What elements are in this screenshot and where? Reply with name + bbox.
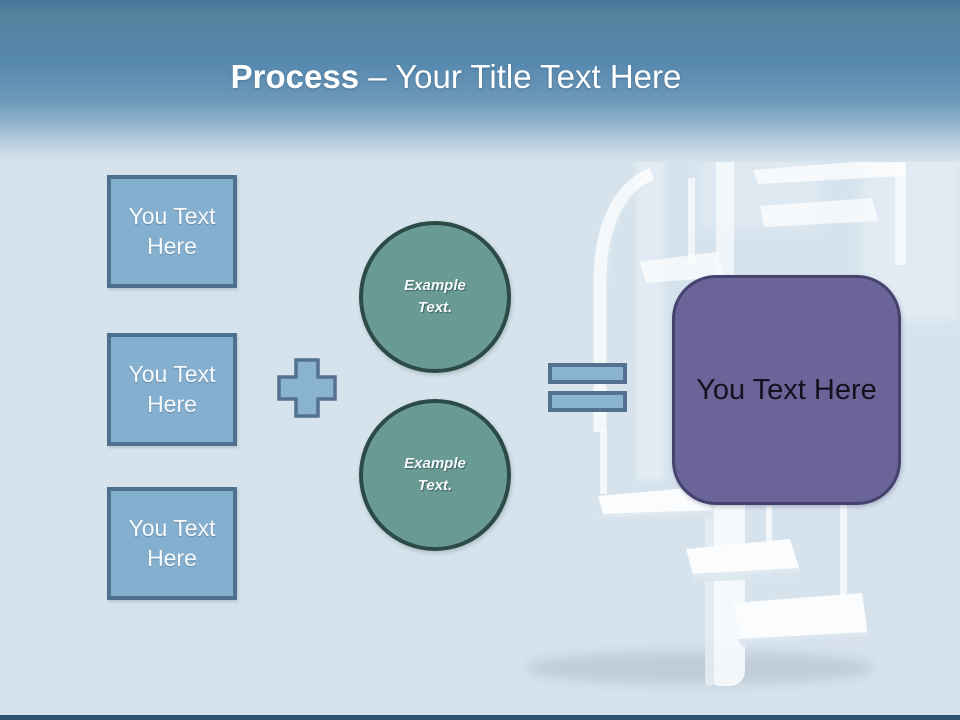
input-box-2[interactable]: You Text Here (107, 333, 237, 446)
example-circle-1[interactable]: Example Text. (359, 221, 511, 373)
input-box-1[interactable]: You Text Here (107, 175, 237, 288)
input-box-3-label: You Text Here (128, 514, 216, 571)
slide-header: Process – Your Title Text Here (0, 0, 960, 162)
example-circle-2[interactable]: Example Text. (359, 399, 511, 551)
slide-title: Process – Your Title Text Here (231, 58, 682, 96)
plus-icon (277, 358, 337, 418)
slide-title-subtitle: – Your Title Text Here (359, 58, 682, 95)
equals-top-bar (548, 363, 627, 384)
input-box-1-label: You Text Here (128, 202, 216, 259)
input-box-2-label: You Text Here (128, 360, 216, 417)
equals-icon (548, 363, 627, 412)
input-box-3[interactable]: You Text Here (107, 487, 237, 600)
example-circle-1-label: Example Text. (404, 277, 466, 316)
slide-title-keyword: Process (230, 58, 360, 95)
equals-bottom-bar (548, 391, 627, 412)
result-box-label: You Text Here (696, 373, 877, 406)
result-box[interactable]: You Text Here (672, 275, 901, 505)
footer-accent-bar (0, 715, 960, 720)
example-circle-2-label: Example Text. (404, 455, 466, 494)
